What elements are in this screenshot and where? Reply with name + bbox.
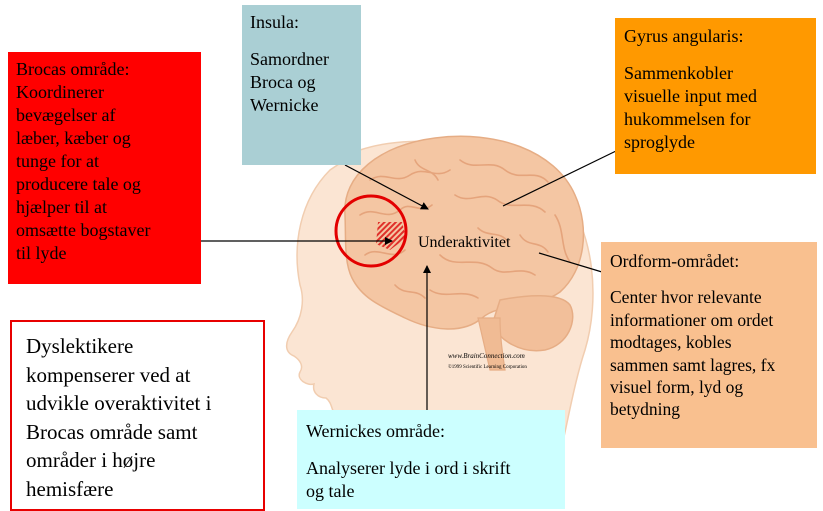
insula-line: Wernicke (250, 95, 319, 116)
insula-arrow (344, 164, 429, 210)
ordform-line: betydning (610, 399, 680, 420)
dyslexia-line: områder i højre (26, 448, 156, 473)
dyslexia-note-box: Dyslektikere kompenserer ved at udvikle … (10, 320, 265, 511)
watermark-line1: www.BrainConnection.com (448, 352, 525, 360)
gyrus-line: hukommelsen for (624, 109, 751, 130)
dyslexia-line: udvikle overaktivitet i (26, 391, 212, 416)
dyslexia-line: kompenserer ved at (26, 362, 191, 387)
gyrus-line: sproglyde (624, 132, 695, 153)
broca-line: bevægelser af (16, 105, 116, 126)
ordform-line: Center hvor relevante (610, 287, 762, 308)
wernicke-box: Wernickes område: Analyserer lyde i ord … (297, 410, 565, 509)
broca-title: Brocas område: (16, 59, 130, 79)
broca-line: omsætte bogstaver (16, 220, 151, 241)
broca-line: til lyde (16, 243, 67, 264)
wernicke-title: Wernickes område: (306, 421, 445, 441)
broca-box: Brocas område: Koordinerer bevægelser af… (8, 52, 201, 284)
ordform-line: sammen samt lagres, fx (610, 354, 776, 375)
insula-line: Samordner (250, 49, 329, 70)
gyrus-title: Gyrus angularis: (624, 26, 744, 46)
broca-line: læber, kæber og (16, 128, 131, 149)
brain-cerebellum (491, 294, 574, 352)
ordform-box: Ordform-området: Center hvor relevante i… (601, 242, 817, 448)
ordform-line: modtages, kobles (610, 332, 732, 353)
wernicke-line: Analyserer lyde i ord i skrift (306, 458, 511, 479)
brain-cerebrum (344, 135, 585, 330)
dyslexia-line: Dyslektikere (26, 334, 134, 358)
watermark-line2: ©1999 Scientific Learning Corporation (448, 364, 527, 370)
underactivity-label: Underaktivitet (418, 234, 511, 251)
gyrus-line: Sammenkobler (624, 63, 733, 84)
insula-line: Broca og (250, 72, 316, 93)
gyrus-line: visuelle input med (624, 86, 757, 107)
ordform-line: informationer om ordet (610, 309, 774, 330)
ordform-line: visuel form, lyd og (610, 376, 744, 397)
dyslexia-line: hemisfære (26, 476, 114, 501)
broca-area-highlight (376, 222, 406, 250)
brain-stem (477, 317, 506, 371)
gyrus-angularis-box: Gyrus angularis: Sammenkobler visuelle i… (615, 18, 816, 174)
broca-line: Koordinerer (16, 82, 104, 103)
broca-line: producere tale og (16, 174, 141, 195)
dyslexia-line: Brocas område samt (26, 419, 198, 444)
broca-line: hjælper til at (16, 197, 107, 218)
insula-box: Insula: Samordner Broca og Wernicke (242, 5, 361, 165)
ordform-title: Ordform-området: (610, 251, 740, 271)
ordform-arrow (538, 252, 603, 273)
wernicke-line: og tale (306, 481, 355, 502)
broca-circle (334, 194, 408, 268)
broca-line: tunge for at (16, 151, 99, 172)
gyrus-arrow (502, 150, 617, 207)
insula-title: Insula: (250, 12, 299, 32)
